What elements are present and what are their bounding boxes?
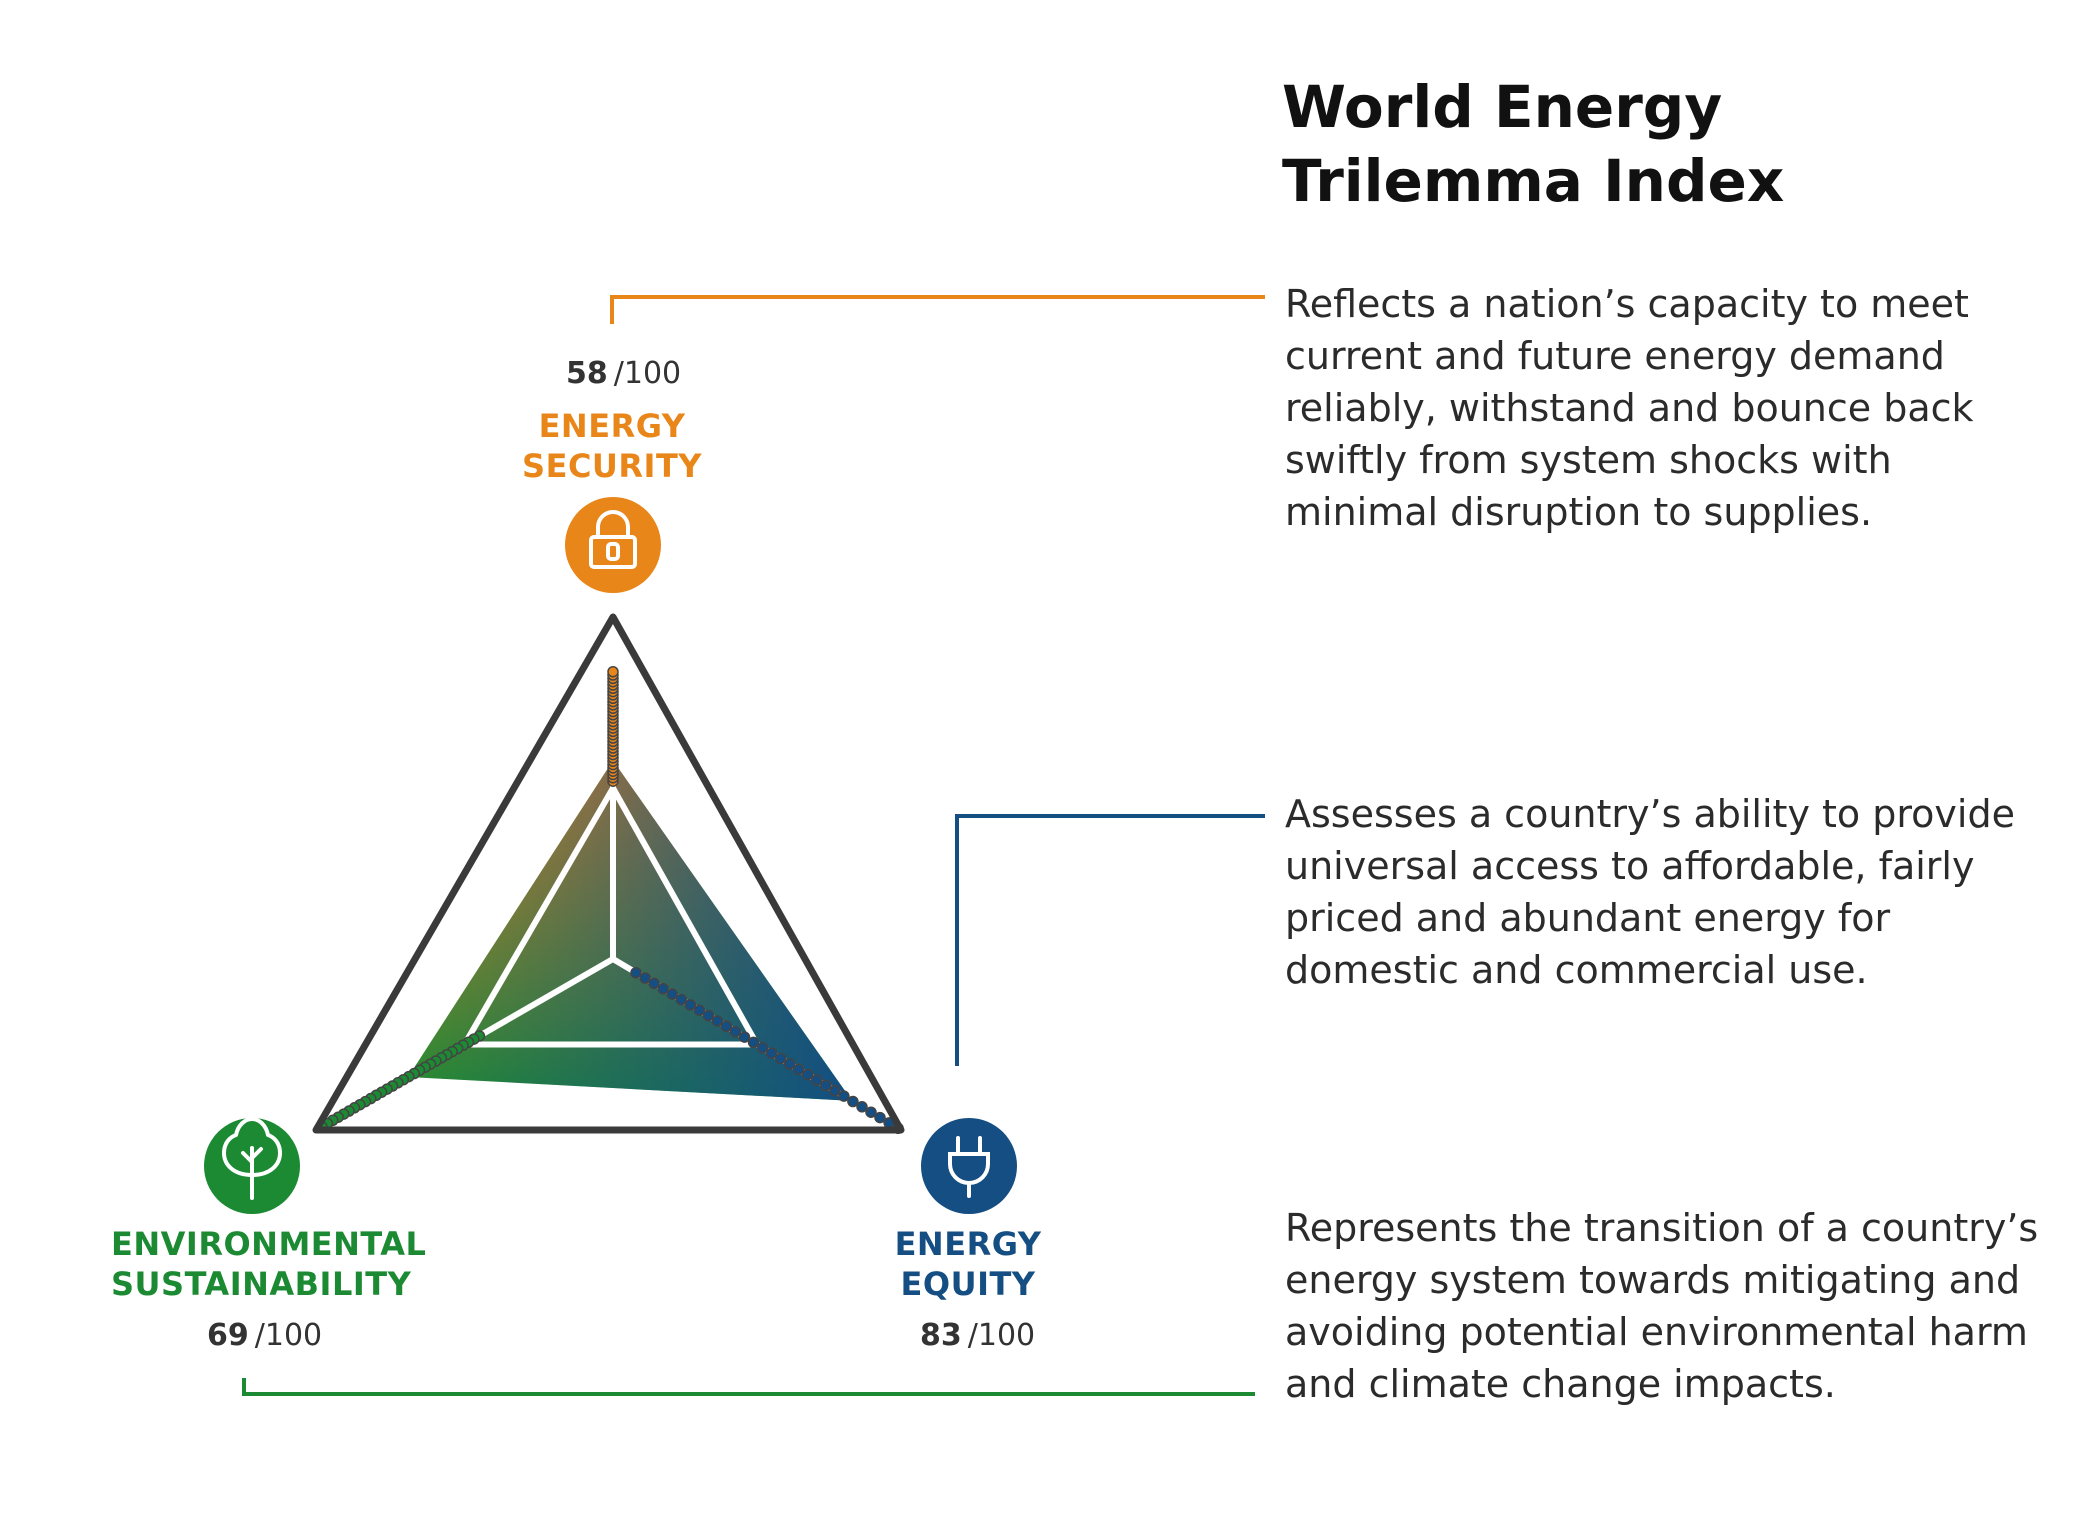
equity-country-dot — [729, 1025, 742, 1038]
equity-country-dot — [874, 1111, 886, 1124]
equity-country-dot — [738, 1031, 751, 1043]
security-icon-badge — [565, 497, 661, 593]
sustainability-label-line-1: ENVIRONMENTAL — [111, 1225, 427, 1263]
security-score-value: 58 — [566, 356, 608, 391]
security-label: ENERGY SECURITY — [512, 406, 712, 486]
equity-country-dot — [783, 1058, 796, 1070]
country-dots — [316, 665, 904, 1135]
sustainability-connector-line — [242, 1378, 1255, 1396]
equity-score-max: /100 — [967, 1318, 1036, 1353]
equity-country-dot — [657, 983, 669, 995]
equity-label-line-2: EQUITY — [900, 1265, 1036, 1303]
equity-country-dot — [811, 1074, 823, 1086]
inner-reference-triangle — [459, 781, 763, 1048]
equity-country-dot — [693, 1004, 706, 1016]
title-line-2: Trilemma Index — [1282, 147, 1785, 215]
security-label-line-2: SECURITY — [522, 447, 702, 485]
equity-country-dot — [711, 1015, 724, 1027]
security-description: Reflects a nation’s capacity to meet cur… — [1285, 282, 1974, 534]
tree-icon — [222, 1117, 282, 1200]
sustainability-label-line-2: SUSTAINABILITY — [111, 1265, 412, 1303]
equity-country-dot — [847, 1095, 859, 1108]
equity-country-dot — [720, 1020, 733, 1033]
sustainability-score-value: 69 — [207, 1318, 249, 1353]
equity-country-dot — [829, 1084, 841, 1097]
equity-description: Assesses a country’s ability to provide … — [1285, 792, 2015, 992]
padlock-icon — [589, 510, 637, 569]
equity-country-dot — [684, 999, 697, 1011]
equity-country-dot — [747, 1036, 760, 1049]
equity-country-dot — [756, 1042, 769, 1054]
outer-triangle — [312, 613, 905, 1134]
equity-country-dot — [648, 977, 660, 990]
equity-country-dot — [820, 1079, 832, 1092]
security-label-line-1: ENERGY — [538, 407, 686, 445]
sustainability-description: Represents the transition of a country’s… — [1285, 1206, 2039, 1406]
sustainability-score-max: /100 — [254, 1318, 323, 1353]
page-title: World Energy Trilemma Index — [1282, 70, 2042, 218]
equity-country-dot — [838, 1090, 850, 1102]
equity-country-dot — [702, 1009, 715, 1022]
equity-score-value: 83 — [920, 1318, 962, 1353]
equity-country-dot — [865, 1106, 877, 1118]
security-score: 58/100 — [566, 356, 681, 391]
security-score-max: /100 — [613, 356, 682, 391]
security-connector-line — [610, 295, 1265, 324]
title-line-1: World Energy — [1282, 73, 1723, 141]
sustainability-label: ENVIRONMENTAL SUSTAINABILITY — [111, 1224, 426, 1304]
equity-score: 83/100 — [920, 1318, 1035, 1353]
equity-country-dot — [765, 1047, 778, 1059]
equity-label-line-1: ENERGY — [894, 1225, 1042, 1263]
equity-country-dot — [801, 1068, 814, 1081]
equity-country-dot — [774, 1052, 787, 1065]
equity-country-dot — [856, 1101, 868, 1113]
security-country-dot — [607, 665, 619, 678]
plug-icon — [948, 1136, 990, 1198]
equity-label: ENERGY EQUITY — [868, 1224, 1068, 1304]
sustainability-icon-badge — [204, 1117, 300, 1214]
equity-country-dot — [630, 966, 642, 979]
equity-connector-line — [955, 814, 1265, 1066]
equity-country-dot — [792, 1063, 805, 1076]
equity-country-dot — [666, 988, 678, 1000]
equity-icon-badge — [921, 1118, 1017, 1214]
sustainability-score: 69/100 — [207, 1318, 322, 1353]
equity-country-dot — [675, 993, 687, 1006]
equity-country-dot — [639, 972, 651, 984]
